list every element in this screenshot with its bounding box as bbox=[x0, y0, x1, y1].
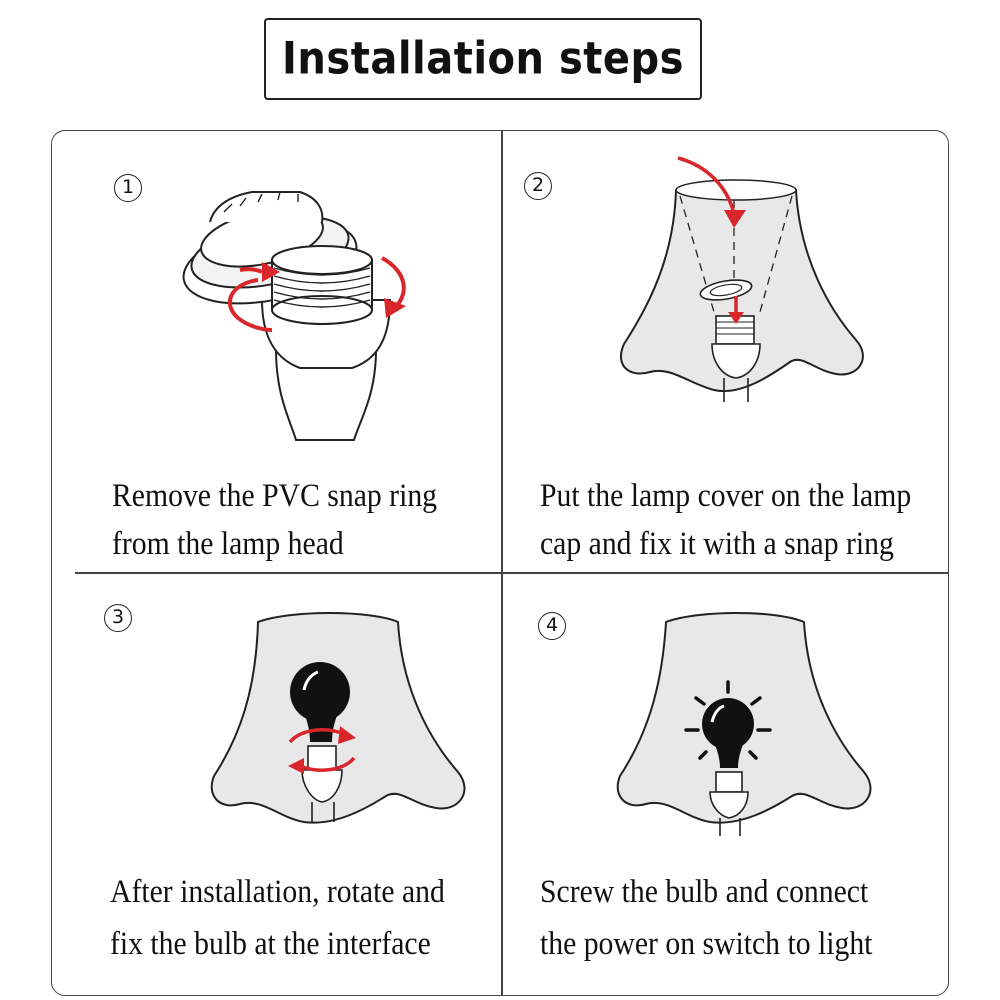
step-3-caption-line1: After installation, rotate and bbox=[110, 874, 445, 910]
step-number-4: 4 bbox=[538, 612, 566, 640]
step-2-caption-line2: cap and fix it with a snap ring bbox=[540, 526, 894, 562]
step-1-caption-line1: Remove the PVC snap ring bbox=[112, 478, 438, 514]
lamp-socket-icon bbox=[182, 191, 406, 441]
light-rays-icon bbox=[684, 680, 772, 760]
step-number-2: 2 bbox=[524, 172, 552, 200]
step-1-caption-line2: from the lamp head bbox=[112, 526, 344, 562]
step-4-caption-line2: the power on switch to light bbox=[540, 926, 873, 962]
rotate-arrow-icon bbox=[288, 726, 356, 774]
step-number-3: 3 bbox=[104, 604, 132, 632]
vertical-divider bbox=[501, 130, 503, 996]
title-box: Installation steps bbox=[264, 18, 702, 100]
bulb-icon bbox=[702, 698, 754, 768]
lamp-shade-icon bbox=[619, 156, 864, 402]
page-title: Installation steps bbox=[282, 33, 684, 85]
horizontal-divider bbox=[75, 572, 949, 574]
step-4-caption-line1: Screw the bulb and connect bbox=[540, 874, 869, 910]
step-2-caption-line1: Put the lamp cover on the lamp bbox=[540, 478, 912, 514]
steps-frame bbox=[51, 130, 949, 996]
bulb-icon bbox=[290, 662, 350, 742]
step-3-caption-line2: fix the bulb at the interface bbox=[110, 926, 431, 962]
lamp-shade-icon bbox=[210, 612, 466, 824]
step-number-1: 1 bbox=[114, 174, 142, 202]
snap-ring-icon bbox=[699, 279, 753, 301]
